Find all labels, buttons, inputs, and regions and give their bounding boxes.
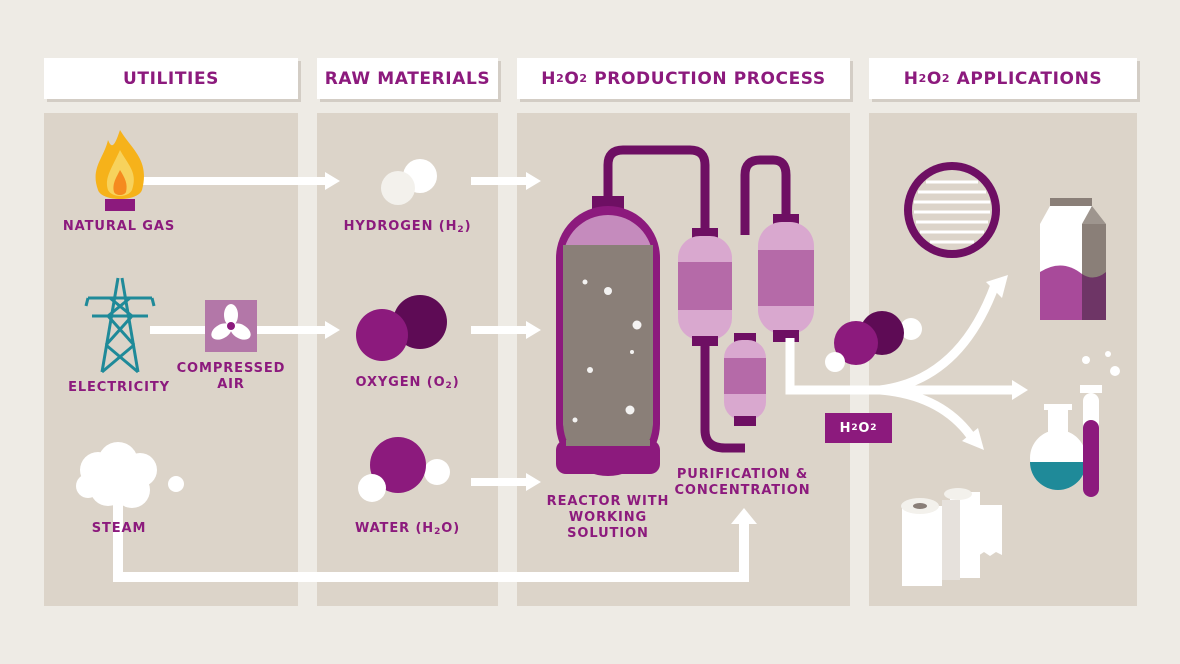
- product-flow-arrows: [785, 283, 1015, 438]
- electricity-label: ELECTRICITY: [68, 380, 170, 395]
- fan-icon: [205, 300, 257, 352]
- reactor-label: REACTOR WITH WORKING SOLUTION: [546, 494, 670, 541]
- natural-gas-label: NATURAL GAS: [62, 219, 176, 234]
- steam-label: STEAM: [91, 521, 147, 536]
- water-molecule-icon: [358, 437, 450, 502]
- power-pylon-icon: [84, 277, 156, 374]
- flame-icon: [95, 130, 144, 211]
- reactor-vessel-icon: [556, 196, 660, 476]
- purification-label: PURIFICATION & CONCENTRATION: [674, 467, 811, 498]
- compressed-air-label: COMPRESSED AIR: [176, 361, 286, 392]
- steam-return-arrow: [113, 490, 757, 582]
- utilities-column: [44, 113, 298, 606]
- hydrogen-molecule-icon: [381, 159, 437, 205]
- oxygen-label: OXYGEN (O2): [355, 375, 460, 391]
- hydrogen-label: HYDROGEN (H2): [343, 219, 472, 235]
- product-arrow-heads: [962, 275, 1028, 450]
- milk-carton-icon: [1040, 198, 1106, 320]
- water-label: WATER (H2O): [354, 521, 461, 537]
- oxygen-molecule-icon: [356, 295, 447, 361]
- raw-materials-header: RAW MATERIALS: [317, 58, 498, 99]
- steam-cloud-icon: [76, 442, 184, 508]
- paper-roll-icon: [901, 488, 1002, 586]
- purification-column-icon: [678, 214, 814, 426]
- silicon-wafer-icon: [904, 162, 1000, 258]
- h2o2-molecule-icon: [825, 311, 922, 372]
- lab-flask-icon: [1030, 351, 1120, 497]
- utilities-header: UTILITIES: [44, 58, 298, 99]
